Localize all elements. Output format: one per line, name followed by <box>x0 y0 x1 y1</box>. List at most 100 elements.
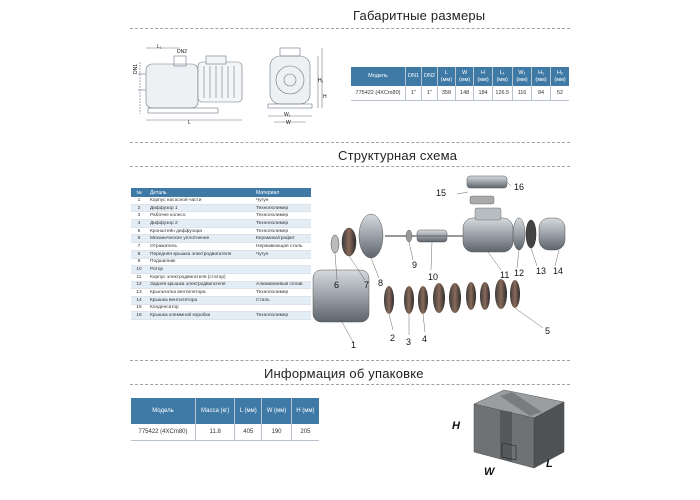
parts-table-header: № Деталь Материал <box>131 188 311 197</box>
th-h2: H₂ (мм) <box>550 67 569 86</box>
part-14-fan-cover <box>538 217 566 251</box>
label-dn1: DN1 <box>133 63 140 75</box>
box-label-w: W <box>484 466 495 478</box>
part-material: Технополимер <box>253 211 311 221</box>
th-w: W (мм) <box>455 67 475 86</box>
part-material <box>253 258 311 267</box>
divider <box>130 384 570 385</box>
part-material: Сталь <box>253 296 311 305</box>
cell-w: 148 <box>455 86 475 101</box>
part-material: Алюминиевый сплав <box>253 281 311 290</box>
dimensions-title: Габаритные размеры <box>353 8 486 23</box>
callout-9: 9 <box>412 260 418 270</box>
exploded-view-illustration <box>312 175 566 343</box>
th-l1: L₁ (мм) <box>492 67 513 86</box>
label-l1: L₁ <box>157 44 162 50</box>
part-num: 2 <box>131 204 147 213</box>
callout-4: 4 <box>422 334 428 344</box>
cell-pack-mass: 11.8 <box>195 424 236 441</box>
packing-title: Информация об упаковке <box>264 366 424 381</box>
part-num: 15 <box>131 304 147 313</box>
part-name: Передняя крышка электродвигателя <box>147 250 253 259</box>
part-name: Ротор <box>147 265 253 274</box>
table-row: 775422 (4XCm80) 11.8 405 190 205 <box>131 424 319 441</box>
callout-10: 10 <box>428 272 439 282</box>
part-7-deflector <box>341 227 357 257</box>
part-9-bearing <box>405 229 413 243</box>
part-13-fan <box>525 219 537 249</box>
cell-l: 358 <box>437 86 456 101</box>
part-name: Рабочее колесо <box>147 211 253 221</box>
part-num: 6 <box>131 234 147 244</box>
th-pack-model: Модель <box>131 398 196 424</box>
callout-14: 14 <box>553 266 564 276</box>
part-name: Корпус электродвигателя (статор) <box>147 273 253 282</box>
pump-front-view-drawing <box>267 47 323 123</box>
callout-6: 6 <box>334 280 340 290</box>
th-num: № <box>131 188 147 197</box>
th-dn1: DN1 <box>405 67 423 86</box>
callout-1: 1 <box>351 340 357 350</box>
callout-15: 15 <box>436 188 447 198</box>
callout-12: 12 <box>514 268 525 278</box>
table-row: 775422 (4XCm80) 1" 1" 358 148 184 126.5 … <box>351 86 569 101</box>
part-num: 16 <box>131 311 147 320</box>
part-name: Крышка клеммной коробки <box>147 311 253 320</box>
part-16-terminal-cover <box>466 175 508 189</box>
part-12-rear-cover <box>512 217 526 251</box>
packing-box-illustration <box>473 389 565 469</box>
part-name: Подшипник <box>147 258 253 267</box>
th-pack-h: H (мм) <box>291 398 319 424</box>
cell-dn2: 1" <box>421 86 439 101</box>
th-pack-mass: Масса (кг) <box>195 398 236 424</box>
part-name: Задняя крышка электродвигателя <box>147 281 253 290</box>
th-dn2: DN2 <box>421 67 439 86</box>
cell-pack-l: 405 <box>234 424 263 441</box>
part-material: Технополимер <box>253 204 311 213</box>
part-11-motor-housing <box>462 207 514 253</box>
cell-pack-w: 190 <box>261 424 292 441</box>
cell-w1: 116 <box>512 86 533 101</box>
part-num: 13 <box>131 288 147 297</box>
cell-dn1: 1" <box>405 86 423 101</box>
callout-13: 13 <box>536 266 547 276</box>
callout-5: 5 <box>545 326 551 336</box>
part-name: Диффузор 2 <box>147 219 253 228</box>
callout-7: 7 <box>364 280 370 290</box>
th-h: H (мм) <box>473 67 493 86</box>
part-name: Механическое уплотнение <box>147 234 253 244</box>
part-material: Чугун <box>253 250 311 259</box>
part-num: 14 <box>131 296 147 305</box>
dimensions-table-header: Модель DN1 DN2 L (мм) W (мм) H (мм) L₁ (… <box>351 67 569 86</box>
part-num: 1 <box>131 197 147 205</box>
part-name: Крышка вентилятора <box>147 296 253 305</box>
th-model: Модель <box>351 67 406 86</box>
part-name: Крыльчатка вентилятора <box>147 288 253 297</box>
part-15-capacitor <box>469 195 495 205</box>
part-num: 3 <box>131 211 147 221</box>
box-label-l: L <box>546 458 553 470</box>
callout-11: 11 <box>500 270 510 280</box>
callout-3: 3 <box>406 337 412 347</box>
part-num: 11 <box>131 273 147 282</box>
part-material: Технополимер <box>253 311 311 320</box>
label-w1: W₁ <box>284 112 291 118</box>
cell-h: 184 <box>473 86 493 101</box>
th-pack-l: L (мм) <box>234 398 263 424</box>
cell-model: 775422 (4XCm80) <box>351 86 406 101</box>
callout-16: 16 <box>514 182 525 192</box>
cell-h2: 52 <box>550 86 569 101</box>
part-name: Кронштейн диффузора <box>147 227 253 236</box>
label-h1: H₁ <box>318 78 324 84</box>
part-material: Технополимер <box>253 219 311 228</box>
